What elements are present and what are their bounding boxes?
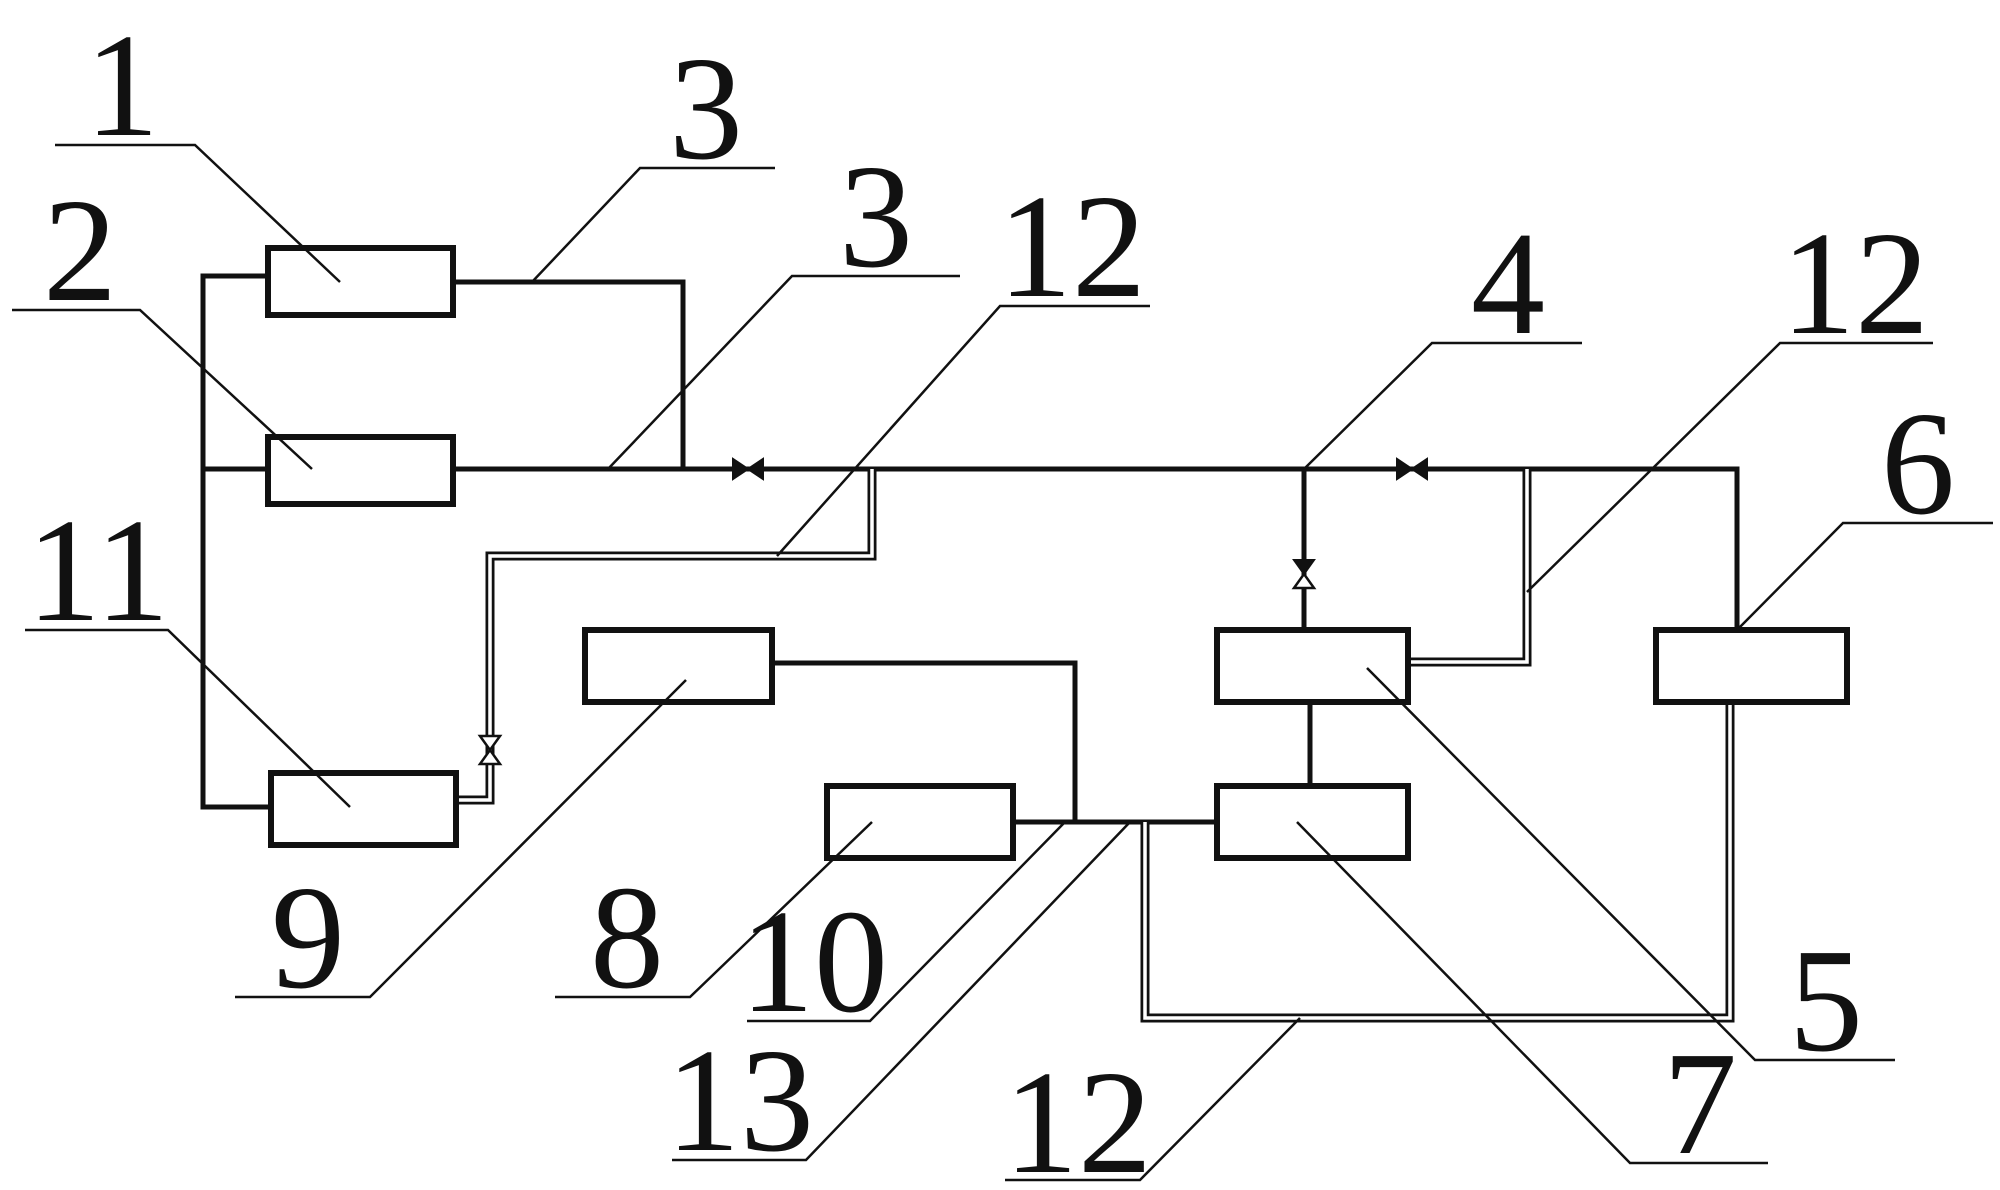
callout-9: 9 [271, 856, 345, 1020]
main-line-pipe [451, 466, 1740, 633]
callout-1: 1 [85, 4, 159, 168]
equipment-box-6 [1653, 627, 1850, 705]
equipment-boxes [265, 245, 1850, 861]
equipment-box-4 [1214, 627, 1411, 705]
equipment-box-9 [268, 770, 459, 848]
leader-lines [12, 143, 1993, 1182]
callout-13: 13 [666, 1019, 814, 1183]
leader-7 [1296, 821, 1768, 1165]
callout-5: 5 [1789, 919, 1863, 1083]
leader-4 [1303, 341, 1582, 470]
leader-3b [607, 274, 960, 470]
callout-10: 10 [740, 880, 888, 1044]
callout-labels: 1 2 3 3 12 4 12 6 11 9 8 10 13 12 7 5 [27, 4, 1955, 1190]
box8-outlet-pipe [769, 660, 1078, 825]
leader-6 [1736, 521, 1993, 631]
valve-branch-box4-icon [1291, 559, 1317, 590]
leader-9 [235, 679, 687, 999]
callout-2: 2 [43, 169, 117, 333]
callout-11: 11 [27, 489, 170, 653]
equipment-box-2 [265, 434, 456, 507]
double-pipe-to-box4 [1408, 469, 1532, 667]
leader-12a [776, 304, 1150, 557]
callout-7: 7 [1663, 1022, 1737, 1186]
equipment-box-10 [824, 783, 1016, 861]
leader-12b [1526, 341, 1933, 593]
callout-3b: 3 [839, 135, 913, 299]
valve-double-pipe-icon [477, 734, 503, 766]
leader-8 [555, 821, 873, 999]
leader-13 [672, 821, 1131, 1162]
valves [477, 457, 1428, 766]
callout-12a: 12 [998, 165, 1146, 329]
valve-main-right-icon [1396, 457, 1428, 481]
solid-pipes [200, 273, 1740, 825]
leader-11 [25, 628, 351, 808]
callout-12c: 12 [1004, 1041, 1152, 1190]
double-pipes [457, 469, 1735, 1023]
callout-12b: 12 [1781, 202, 1929, 366]
callout-8: 8 [590, 856, 664, 1020]
leader-5 [1366, 667, 1895, 1062]
box1-outlet-pipe [451, 279, 686, 472]
leader-3a [531, 166, 775, 283]
equipment-box-8 [582, 627, 775, 705]
equipment-box-1 [265, 245, 456, 318]
valve-main-left-icon [732, 457, 764, 481]
leader-2 [12, 308, 313, 470]
callout-6: 6 [1881, 382, 1955, 546]
leader-10 [747, 821, 1066, 1023]
leader-12c [1005, 1017, 1301, 1182]
equipment-box-7 [1214, 783, 1411, 861]
callout-4: 4 [1471, 202, 1545, 366]
callout-3a: 3 [669, 27, 743, 191]
leader-1 [55, 143, 341, 283]
